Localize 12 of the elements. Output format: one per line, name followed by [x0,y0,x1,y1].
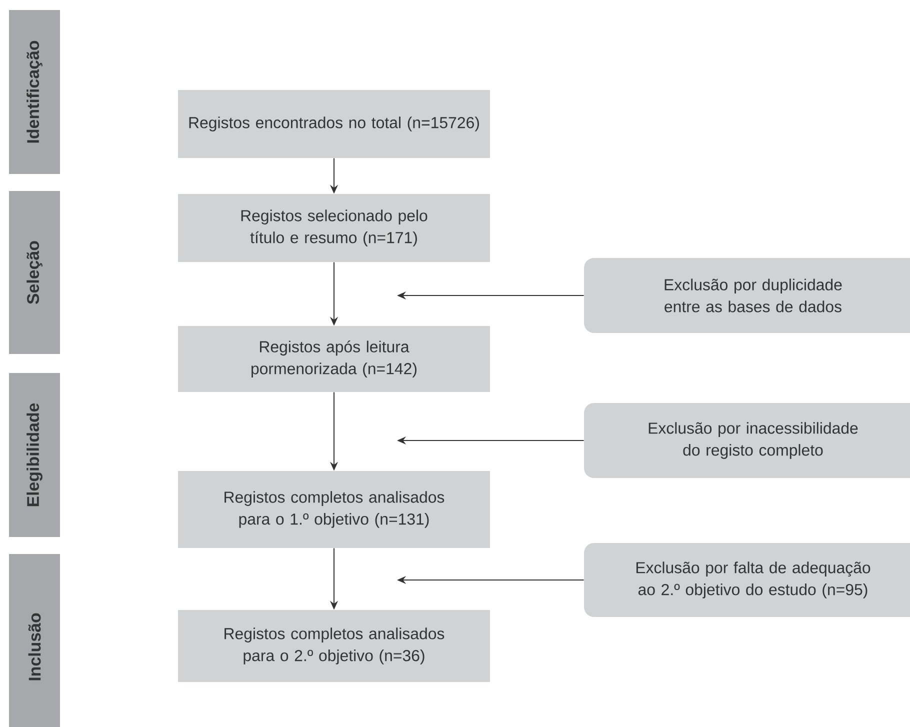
process-box: Registos completos analisados para o 1.º objetivo (n=131) [178,471,490,548]
exclusion-box: Exclusão por falta de adequação ao 2.º objetivo do estudo (n=95) [584,543,910,617]
band-label: Inclusão [9,554,60,727]
exclusion-box: Exclusão por duplicidade entre as bases de dados [584,258,910,333]
process-box: Registos encontrados no total (n=15726) [178,90,490,158]
band-label: Seleção [9,191,60,354]
process-box: Registos após leitura pormenorizada (n=142) [178,326,490,392]
band-label: Elegibilidade [9,373,60,537]
process-box: Registos completos analisados para o 2.º objetivo (n=36) [178,610,490,682]
process-box: Registos selecionado pelo título e resumo (n=171) [178,194,490,262]
band-label: Identificação [9,10,60,174]
exclusion-box: Exclusão por inacessibilidade do registo completo [584,403,910,478]
